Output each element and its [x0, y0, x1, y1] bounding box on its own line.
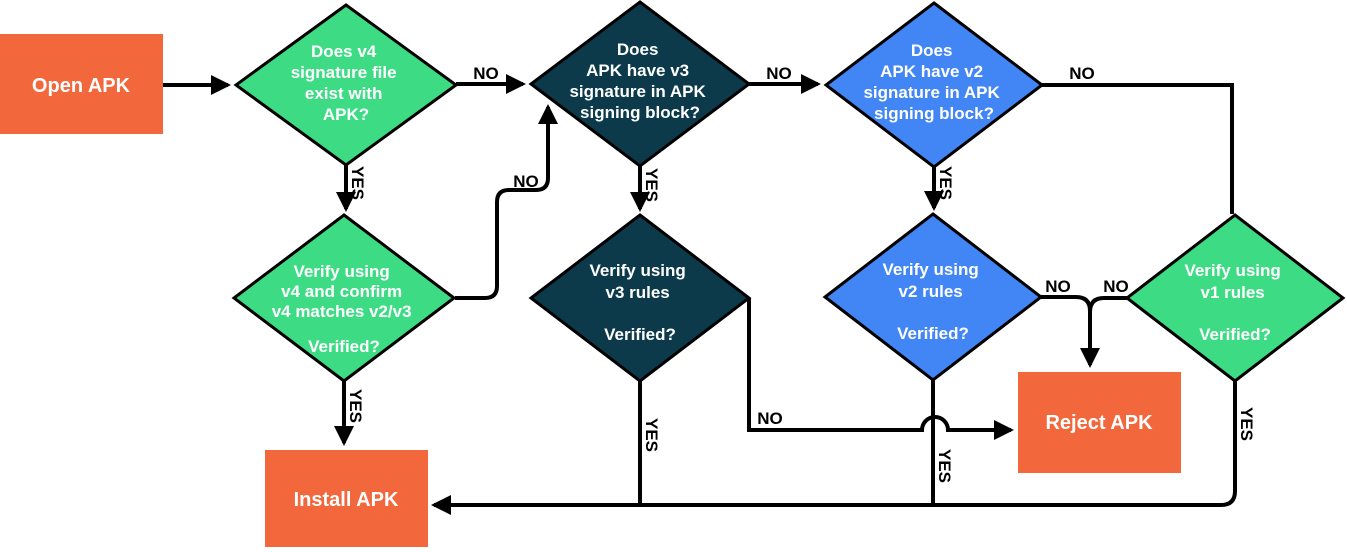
- decision-verify-v3: [528, 213, 752, 383]
- edge-verifyv4-no: [455, 104, 558, 300]
- edge-label-v2block-yes: YES: [936, 166, 955, 200]
- decision-v2-in-signing-block: [823, 1, 1045, 169]
- v2-in-block-label: Does APK have v2 signature in APK signin…: [863, 41, 1004, 123]
- edge-label-verifyv2-yes: YES: [935, 449, 954, 483]
- edge-label-v4exists-yes: YES: [348, 166, 367, 200]
- verify-v3-label: Verify using v3 rules Verified?: [589, 261, 690, 344]
- node-open-apk: [0, 34, 163, 134]
- v3-in-block-label: Does APK have v3 signature in APK signin…: [569, 40, 710, 122]
- v4-exists-label: Does v4 signature file exist with APK?: [291, 42, 402, 124]
- edge-label-verifyv3-yes: YES: [642, 418, 661, 452]
- edge-label-v2block-no: NO: [1069, 64, 1095, 83]
- edge-verifyv1-no: [1088, 296, 1127, 322]
- edge-label-v3block-no: NO: [766, 64, 792, 83]
- open-apk-label: Open APK: [32, 75, 131, 97]
- edge-label-verifyv4-yes: YES: [346, 389, 365, 423]
- edge-label-v3block-yes: YES: [642, 168, 661, 202]
- decision-verify-v2: [822, 212, 1044, 382]
- edge-v2block-no: [1042, 83, 1234, 214]
- node-reject-apk: [1018, 372, 1181, 473]
- edge-label-verifyv4-no: NO: [513, 172, 539, 191]
- decision-verify-v4: [231, 213, 457, 383]
- verify-v1-label: Verify using v1 rules Verified?: [1184, 261, 1285, 344]
- decision-verify-v1: [1124, 213, 1346, 383]
- edge-label-verifyv1-yes: YES: [1237, 407, 1256, 441]
- install-apk-label: Install APK: [294, 489, 399, 511]
- edge-label-verifyv3-no: NO: [757, 409, 783, 428]
- node-install-apk: [265, 450, 428, 547]
- decision-v4-signature-exists: [233, 3, 459, 167]
- reject-apk-label: Reject APK: [1045, 412, 1153, 434]
- verify-v2-label: Verify using v2 rules Verified?: [882, 260, 983, 343]
- edge-label-verifyv1-no: NO: [1103, 277, 1129, 296]
- decision-v3-in-signing-block: [528, 0, 752, 168]
- edge-label-verifyv2-no: NO: [1045, 277, 1071, 296]
- edge-label-v4exists-no: NO: [473, 64, 499, 83]
- edge-verifyv1-yes-to-install: [431, 381, 1237, 515]
- edge-verifyv2-no: [1041, 295, 1100, 368]
- verify-v4-label: Verify using v4 and confirm v4 matches v…: [272, 262, 417, 356]
